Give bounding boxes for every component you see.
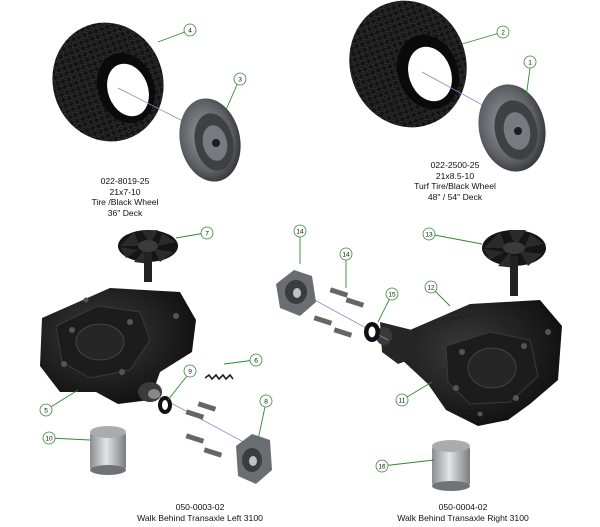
balloon-16: 16 (375, 459, 389, 473)
balloon-1: 1 (523, 55, 537, 69)
balloon-7: 7 (200, 226, 214, 240)
right-transaxle-housing (376, 300, 562, 426)
balloon-13: 13 (422, 227, 436, 241)
balloon-11: 11 (395, 393, 409, 407)
balloon-12: 12 (424, 280, 438, 294)
svg-text:10: 10 (45, 435, 53, 442)
svg-text:9: 9 (188, 368, 192, 375)
left-washer (158, 396, 172, 414)
left-cooling-fan (118, 230, 178, 282)
svg-text:6: 6 (254, 357, 258, 364)
right-tire (349, 0, 467, 128)
balloon-2: 2 (496, 25, 510, 39)
svg-text:8: 8 (264, 398, 268, 405)
svg-text:7: 7 (205, 230, 209, 237)
svg-text:3: 3 (238, 76, 242, 83)
right-wheel-deck: 48" / 54" Deck (427, 191, 483, 202)
left-bolts (185, 401, 223, 458)
left-transaxle-caption: 050-0003-02 Walk Behind Transaxle Left 3… (130, 502, 270, 523)
svg-text:16: 16 (378, 463, 386, 470)
svg-text:12: 12 (427, 284, 435, 291)
balloon-15: 15 (385, 287, 399, 301)
svg-text:14: 14 (296, 228, 304, 235)
right-rim (478, 84, 546, 172)
right-bolts (313, 287, 365, 338)
balloon-8: 8 (259, 394, 273, 408)
right-transaxle-part-number: 050-0004-02 (438, 502, 488, 512)
svg-text:2: 2 (501, 29, 505, 36)
svg-text:14: 14 (342, 251, 350, 258)
svg-text:11: 11 (399, 397, 406, 404)
right-wheel-description: Turf Tire/Black Wheel (414, 181, 496, 191)
balloon-6: 6 (249, 353, 263, 367)
right-cooling-fan (482, 230, 546, 296)
left-rim (179, 98, 241, 182)
svg-text:1: 1 (528, 59, 532, 66)
right-wheel-size: 21x8.5-10 (435, 170, 475, 181)
left-transaxle-part-number: 050-0003-02 (175, 502, 225, 512)
left-wheel-size: 21x7-10 (109, 186, 141, 197)
left-transaxle-description: Walk Behind Transaxle Left 3100 (137, 512, 263, 523)
left-wheel-description: Tire /Black Wheel (91, 197, 159, 207)
balloon-14b: 14 (339, 247, 353, 261)
right-transaxle-caption: 050-0004-02 Walk Behind Transaxle Right … (388, 502, 538, 523)
right-spring (441, 313, 471, 323)
balloon-3: 3 (233, 72, 247, 86)
right-washer (364, 322, 380, 342)
left-wheel-part-number: 022-8019-25 (100, 176, 150, 186)
svg-text:13: 13 (425, 231, 433, 238)
left-tire (52, 22, 164, 142)
balloon-14a: 14 (293, 224, 307, 238)
balloon-9: 9 (183, 364, 197, 378)
svg-text:4: 4 (188, 27, 192, 34)
left-transaxle-housing (40, 288, 196, 404)
balloon-4: 4 (183, 23, 197, 37)
left-wheel-deck: 36" Deck (107, 207, 143, 218)
svg-text:15: 15 (388, 291, 396, 298)
left-oil-filter (90, 426, 126, 475)
balloon-10: 10 (42, 431, 56, 445)
right-hub (276, 270, 316, 316)
left-hub (236, 434, 272, 484)
left-spring (204, 373, 234, 381)
right-wheel-caption: 022-2500-25 21x8.5-10 Turf Tire/Black Wh… (400, 160, 510, 202)
right-transaxle-description: Walk Behind Transaxle Right 3100 (397, 512, 529, 523)
svg-text:5: 5 (44, 407, 48, 414)
balloon-5: 5 (39, 403, 53, 417)
right-oil-filter (432, 440, 470, 491)
left-wheel-caption: 022-8019-25 21x7-10 Tire /Black Wheel 36… (70, 176, 180, 218)
right-wheel-part-number: 022-2500-25 (430, 160, 480, 170)
